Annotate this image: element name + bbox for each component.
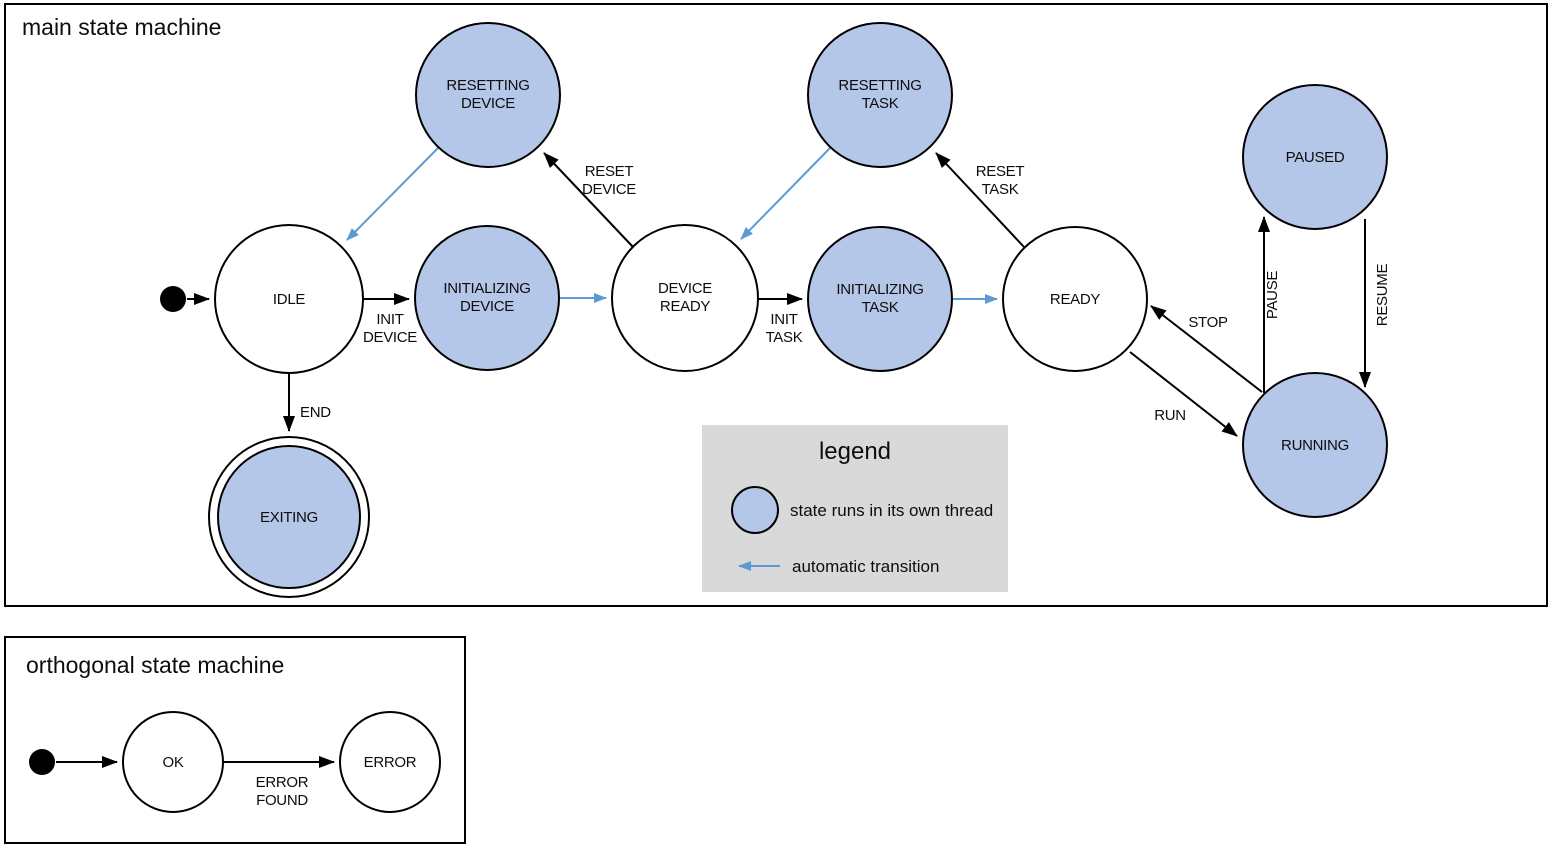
ready-circle	[1002, 226, 1148, 372]
transition-run: RUN	[1129, 351, 1238, 437]
running-label: RUNNING	[1281, 437, 1349, 454]
ok-label: OK	[162, 754, 183, 771]
orthogonal-state-machine-box: orthogonal state machine ERROR FOUND OK …	[4, 636, 466, 844]
resetting-task-circle	[807, 22, 953, 168]
error-label: ERROR	[364, 754, 417, 771]
initializing-task-label-line1: INITIALIZING	[836, 281, 923, 298]
run-label: RUN	[1154, 407, 1186, 424]
reset-task-label-line2: TASK	[982, 181, 1019, 198]
auto-arrow-resettask-devready	[740, 147, 831, 240]
legend-auto-transition-label: automatic transition	[792, 557, 939, 576]
transition-stop: STOP	[1150, 305, 1263, 393]
state-ready: READY	[1002, 226, 1148, 372]
idle-label: IDLE	[273, 291, 305, 308]
initializing-device-circle	[414, 225, 560, 371]
state-resetting-device: RESETTING DEVICE	[415, 22, 561, 168]
init-task-label-line1: INIT	[770, 311, 797, 328]
reset-task-arrow	[935, 152, 1025, 248]
transition-init-device: INIT DEVICE	[363, 293, 418, 346]
ready-label: READY	[1050, 291, 1100, 308]
main-box-title: main state machine	[22, 14, 221, 40]
initializing-device-label-line2: DEVICE	[460, 298, 514, 315]
state-idle: IDLE	[214, 224, 364, 374]
init-task-label-line2: TASK	[766, 329, 803, 346]
legend: legend state runs in its own thread auto…	[702, 425, 1008, 592]
orthogonal-initial-dot	[29, 749, 55, 775]
device-ready-label-line2: READY	[660, 298, 710, 315]
state-running: RUNNING	[1242, 372, 1388, 518]
run-arrow	[1129, 351, 1238, 437]
state-error: ERROR	[339, 711, 441, 813]
resetting-task-label-line2: TASK	[862, 95, 899, 112]
error-circle	[339, 711, 441, 813]
stop-arrow	[1150, 305, 1263, 393]
state-paused: PAUSED	[1242, 84, 1388, 230]
error-found-label-line1: ERROR	[256, 774, 309, 791]
reset-device-arrow	[543, 152, 634, 248]
reset-device-label-line1: RESET	[585, 163, 634, 180]
state-device-ready: DEVICE READY	[611, 224, 759, 372]
resetting-device-circle	[415, 22, 561, 168]
end-label: END	[300, 404, 331, 421]
state-initializing-device: INITIALIZING DEVICE	[414, 225, 560, 371]
transition-resume: RESUME	[1359, 219, 1391, 388]
transition-reset-task: RESET TASK	[935, 152, 1025, 248]
reset-device-label-line2: DEVICE	[582, 181, 636, 198]
transition-auto-resetdev-idle	[346, 147, 439, 241]
initial-state-main	[160, 286, 210, 312]
device-ready-label-line1: DEVICE	[658, 280, 712, 297]
running-circle	[1242, 372, 1388, 518]
init-device-label-line1: INIT	[376, 311, 403, 328]
orthogonal-box-title: orthogonal state machine	[26, 652, 284, 678]
exiting-inner-circle	[217, 445, 361, 589]
legend-threaded-state-label: state runs in its own thread	[790, 501, 993, 520]
device-ready-circle	[611, 224, 759, 372]
idle-circle	[214, 224, 364, 374]
init-device-label-line2: DEVICE	[363, 329, 417, 346]
resetting-device-label-line2: DEVICE	[461, 95, 515, 112]
transition-auto-resettask-devready	[740, 147, 831, 240]
reset-task-label-line1: RESET	[976, 163, 1025, 180]
initializing-task-label-line2: TASK	[862, 299, 899, 316]
auto-arrow-resetdev-idle	[346, 147, 439, 241]
transition-reset-device: RESET DEVICE	[543, 152, 637, 248]
legend-threaded-state-icon	[731, 486, 779, 534]
resetting-device-label-line1: RESETTING	[446, 77, 529, 94]
transition-error-found: ERROR FOUND	[223, 756, 335, 809]
initializing-task-circle	[807, 226, 953, 372]
initial-state-orthogonal	[29, 749, 118, 775]
state-ok: OK	[122, 711, 224, 813]
transition-init-task: INIT TASK	[758, 293, 803, 346]
initializing-device-label-line1: INITIALIZING	[443, 280, 530, 297]
state-initializing-task: INITIALIZING TASK	[807, 226, 953, 372]
transition-pause: PAUSE	[1258, 216, 1281, 393]
stop-label: STOP	[1188, 314, 1228, 331]
ok-circle	[122, 711, 224, 813]
pause-label: PAUSE	[1264, 271, 1281, 320]
legend-title: legend	[819, 438, 891, 465]
main-state-machine-box: main state machine INIT DEVICE RESET DEV…	[4, 3, 1548, 607]
error-found-label-line2: FOUND	[256, 792, 308, 809]
state-resetting-task: RESETTING TASK	[807, 22, 953, 168]
exiting-label: EXITING	[260, 509, 318, 526]
transition-end: END	[283, 374, 332, 432]
state-exiting: EXITING	[208, 436, 370, 598]
paused-circle	[1242, 84, 1388, 230]
resetting-task-label-line1: RESETTING	[838, 77, 921, 94]
initial-state-dot	[160, 286, 186, 312]
resume-label: RESUME	[1374, 264, 1391, 327]
paused-label: PAUSED	[1286, 149, 1345, 166]
